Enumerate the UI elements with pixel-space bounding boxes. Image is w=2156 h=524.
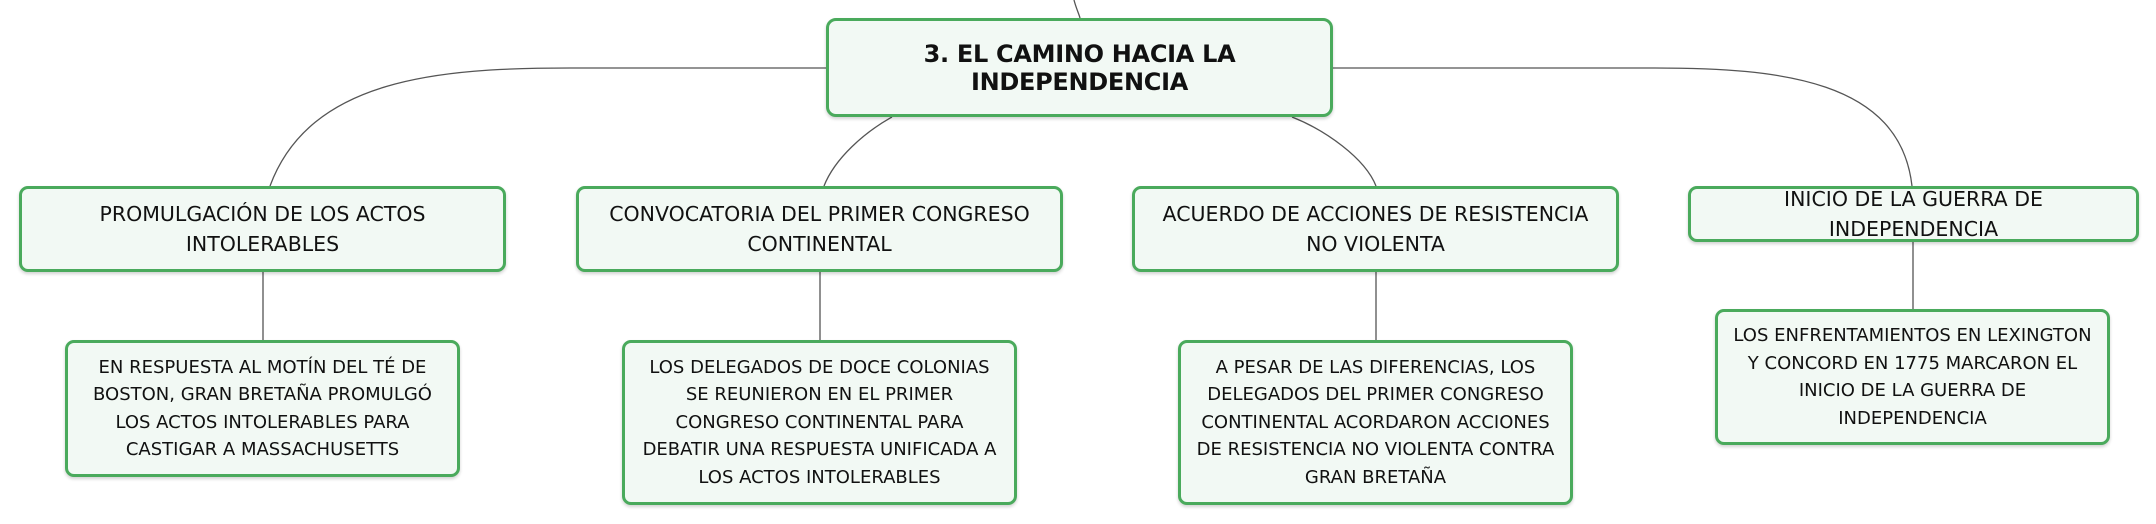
connector-parent (1073, 0, 1081, 19)
connector-topic-1 (269, 67, 826, 187)
connector-topic-2 (823, 116, 893, 187)
detail-node-inicio-guerra[interactable]: LOS ENFRENTAMIENTOS EN LEXINGTON Y CONCO… (1715, 309, 2110, 445)
connector-topic-4 (1333, 67, 1913, 187)
detail-node-actos-intolerables[interactable]: EN RESPUESTA AL MOTÍN DEL TÉ DE BOSTON, … (65, 340, 460, 477)
detail-label: EN RESPUESTA AL MOTÍN DEL TÉ DE BOSTON, … (93, 356, 432, 461)
topic-label: CONVOCATORIA DEL PRIMER CONGRESO CONTINE… (609, 202, 1030, 256)
detail-label: LOS ENFRENTAMIENTOS EN LEXINGTON Y CONCO… (1733, 325, 2092, 429)
topic-node-primer-congreso[interactable]: CONVOCATORIA DEL PRIMER CONGRESO CONTINE… (576, 186, 1063, 272)
detail-node-primer-congreso[interactable]: LOS DELEGADOS DE DOCE COLONIAS SE REUNIE… (622, 340, 1017, 505)
central-topic-label: 3. EL CAMINO HACIA LA INDEPENDENCIA (923, 39, 1236, 96)
topic-node-inicio-guerra[interactable]: INICIO DE LA GUERRA DE INDEPENDENCIA (1688, 186, 2139, 242)
topic-node-resistencia-no-violenta[interactable]: ACUERDO DE ACCIONES DE RESISTENCIA NO VI… (1132, 186, 1619, 272)
detail-node-resistencia-no-violenta[interactable]: A PESAR DE LAS DIFERENCIAS, LOS DELEGADO… (1178, 340, 1573, 505)
topic-label: PROMULGACIÓN DE LOS ACTOS INTOLERABLES (99, 202, 426, 256)
central-topic-node[interactable]: 3. EL CAMINO HACIA LA INDEPENDENCIA (826, 18, 1333, 117)
detail-label: LOS DELEGADOS DE DOCE COLONIAS SE REUNIE… (642, 356, 997, 488)
topic-node-actos-intolerables[interactable]: PROMULGACIÓN DE LOS ACTOS INTOLERABLES (19, 186, 506, 272)
connector-topic-3 (1291, 116, 1377, 187)
detail-label: A PESAR DE LAS DIFERENCIAS, LOS DELEGADO… (1196, 356, 1555, 488)
topic-label: ACUERDO DE ACCIONES DE RESISTENCIA NO VI… (1162, 202, 1589, 256)
topic-label: INICIO DE LA GUERRA DE INDEPENDENCIA (1784, 187, 2043, 241)
